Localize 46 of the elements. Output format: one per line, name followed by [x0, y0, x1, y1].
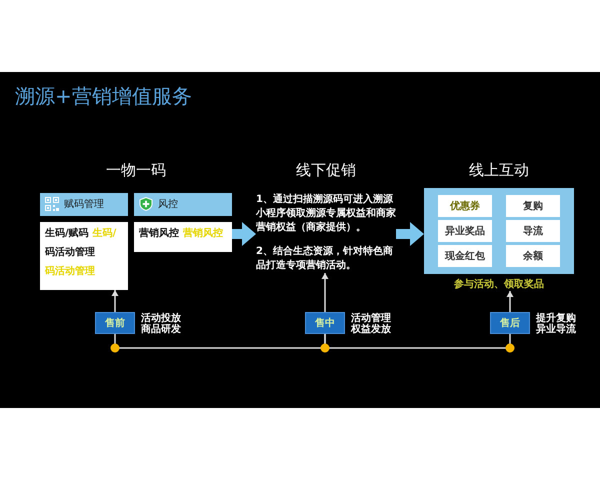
column-heading: 一物一码 — [106, 160, 166, 180]
card — [134, 222, 232, 252]
connector-line — [324, 334, 511, 349]
highlight-text: 生码/ — [92, 227, 116, 240]
node-label: 提升复购 — [536, 313, 576, 324]
step-text: 2、结合生态资源，针对特色商品打造专项营销活动。 — [256, 245, 394, 273]
card-item: 码活动管理 — [45, 246, 95, 259]
tile-label: 异业奖品 — [445, 224, 485, 238]
node-label: 权益发放 — [351, 324, 391, 335]
column-heading: 线下促销 — [296, 160, 356, 180]
node-label: 参与活动、领取奖品 — [454, 278, 544, 291]
stage-label: 售后 — [500, 316, 520, 330]
node-label: 商品研发 — [141, 324, 181, 335]
arrow — [322, 273, 328, 312]
header-bar — [134, 193, 232, 216]
tile — [506, 195, 560, 217]
tile — [438, 195, 492, 217]
arrow — [112, 290, 118, 312]
header-label: 赋码管理 — [64, 198, 104, 212]
column-heading: 线上互动 — [469, 160, 529, 180]
node-label: 异业导流 — [536, 324, 576, 335]
tile-label: 优惠券 — [450, 200, 480, 212]
tile — [506, 220, 560, 242]
tile-label: 余额 — [523, 250, 543, 262]
card-item: 生码/赋码 — [45, 227, 89, 240]
tile — [438, 245, 492, 267]
tile — [506, 245, 560, 267]
highlight-text: 营销风控 — [183, 227, 223, 240]
block-arrow — [232, 222, 256, 246]
tile-label: 复购 — [523, 200, 543, 212]
block-arrow — [396, 222, 424, 246]
highlight-text: 码活动管理 — [45, 265, 95, 278]
header-label: 风控 — [158, 198, 178, 212]
tile — [438, 220, 492, 242]
node-label: 活动投放 — [141, 313, 181, 324]
stage-label: 售中 — [315, 316, 335, 330]
tile-label: 现金红包 — [445, 250, 485, 262]
slide-title: 溯源+营销增值服务 — [15, 84, 192, 108]
header-bar — [40, 193, 128, 216]
stage-label: 售前 — [105, 316, 125, 330]
arrow — [506, 291, 514, 312]
step-text: 1、通过扫描溯源码可进入溯源小程序领取溯源专属权益和商家营销权益（商家提供）。 — [256, 193, 396, 235]
card — [40, 222, 128, 290]
tile-label: 导流 — [523, 224, 543, 238]
card-item: 营销风控 — [139, 227, 179, 240]
node-label: 活动管理 — [351, 313, 391, 324]
